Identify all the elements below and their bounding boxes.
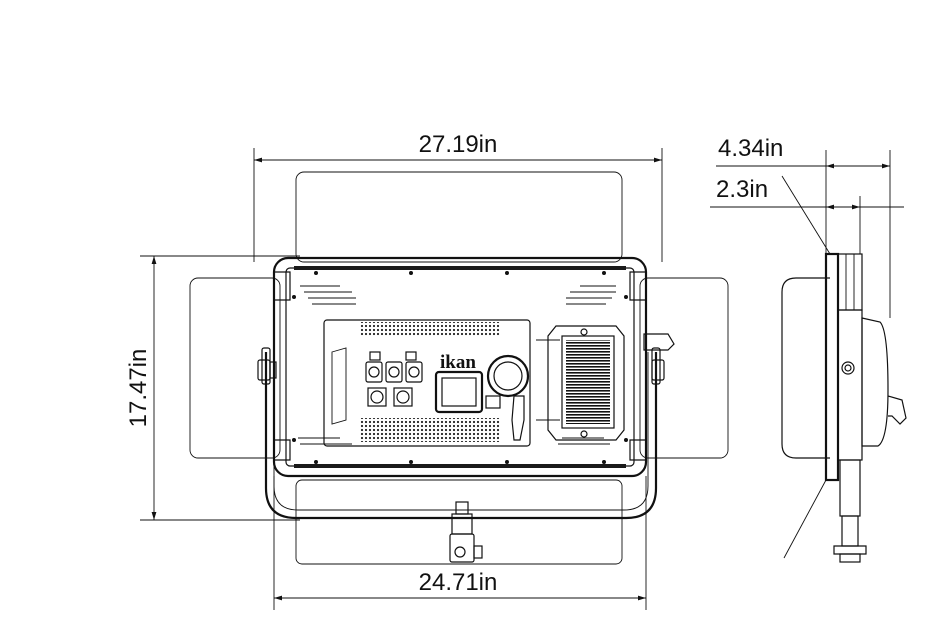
dim-side-depth: 4.34in xyxy=(716,135,891,318)
barn-door-bottom xyxy=(295,479,623,565)
mount-spigot xyxy=(449,501,483,563)
control-panel xyxy=(323,319,531,447)
side-view xyxy=(781,252,907,563)
yoke xyxy=(264,352,658,520)
dim-label-side-body-depth: 2.3in xyxy=(716,176,768,203)
dim-label-overall-width: 27.19in xyxy=(419,131,498,158)
dim-label-side-depth: 4.34in xyxy=(718,135,783,162)
main-body xyxy=(272,256,648,478)
dim-overall-width: 27.19in xyxy=(253,131,663,262)
front-view: ikan xyxy=(189,171,729,565)
power-heatsink xyxy=(547,325,625,441)
side-barn-door xyxy=(781,277,830,459)
dim-label-body-width: 24.71in xyxy=(419,569,498,596)
connectors xyxy=(365,351,423,407)
dim-label-height: 17.47in xyxy=(125,349,152,428)
display-screen xyxy=(434,370,484,414)
brand-logo: ikan xyxy=(440,352,476,373)
dim-body-width: 24.71in xyxy=(273,476,647,610)
barn-door-right xyxy=(639,277,729,459)
yoke-knob-right xyxy=(643,333,675,385)
barn-door-left xyxy=(189,277,281,459)
barn-door-top xyxy=(295,171,623,263)
dim-side-body-depth: 2.3in xyxy=(710,175,904,255)
control-dial xyxy=(486,354,530,398)
dim-height: 17.47in xyxy=(125,255,300,521)
